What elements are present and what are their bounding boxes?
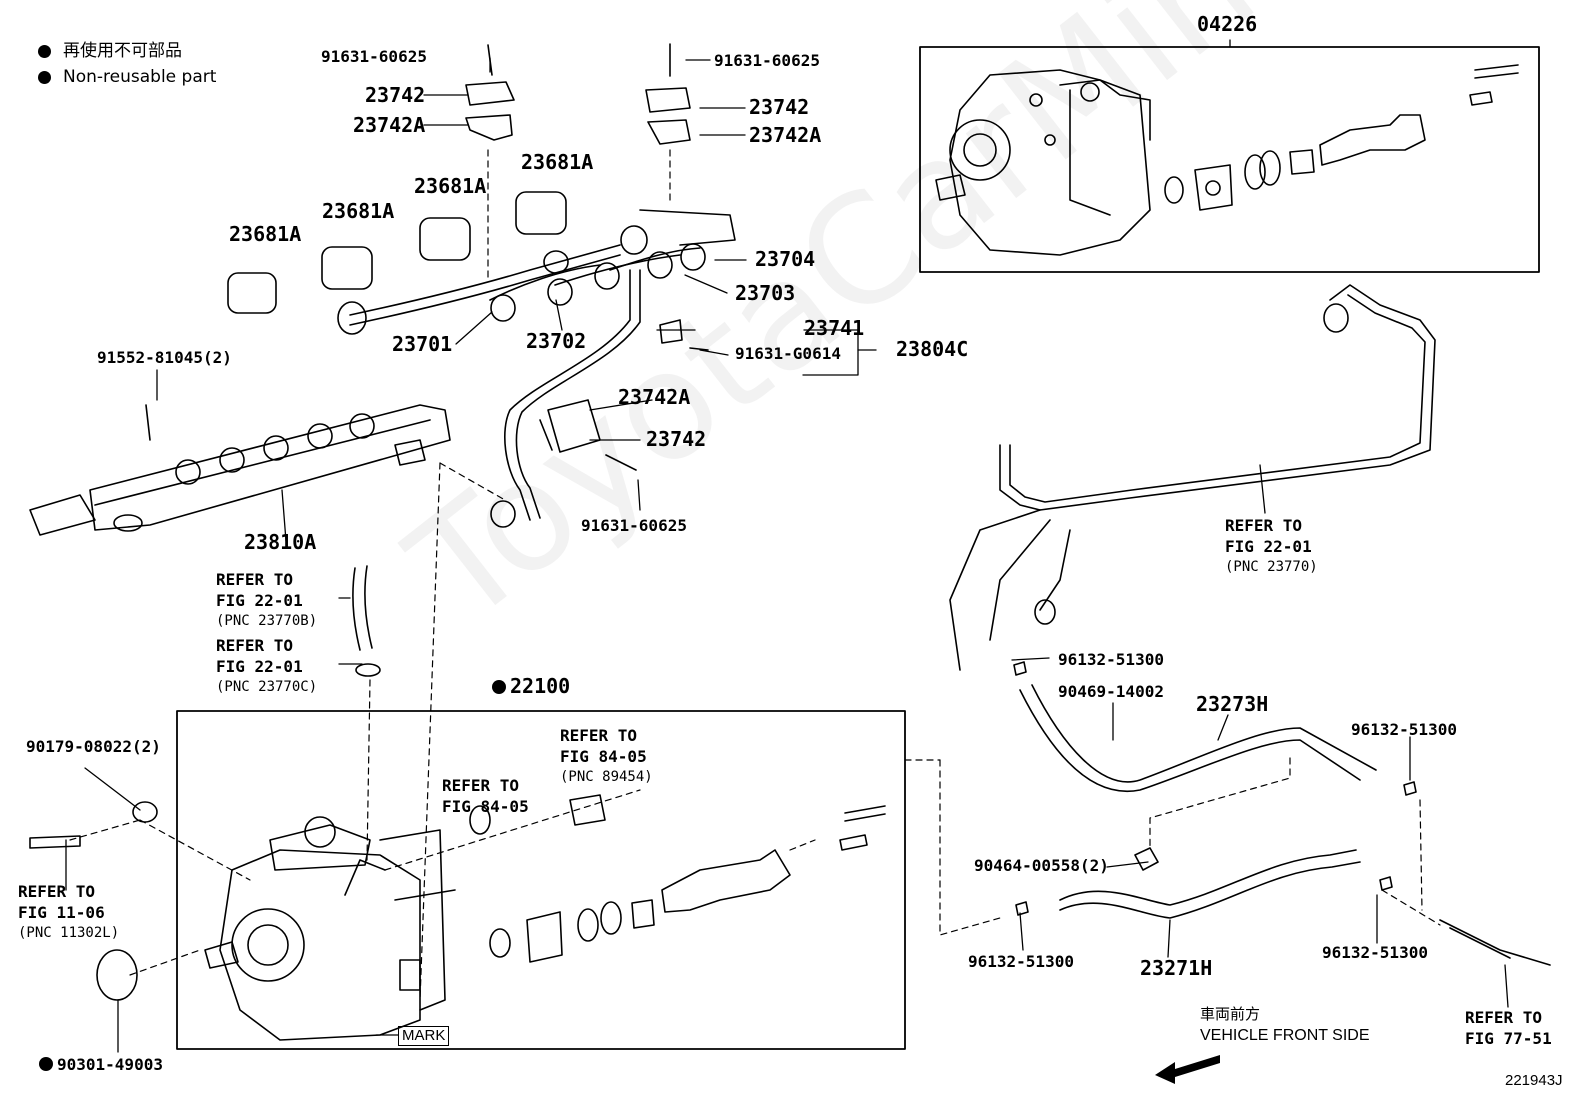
part-label-90464-00558[interactable]: 90464-00558(2) [974, 856, 1109, 875]
part-label-23702[interactable]: 23702 [526, 329, 587, 353]
part-label-23741[interactable]: 23741 [804, 316, 865, 340]
refer-pnc: (PNC 23770) [1225, 559, 1318, 575]
part-label-23742A[interactable]: 23742A [749, 123, 822, 147]
refer-line: REFER TO [1225, 516, 1303, 535]
refer-line: REFER TO [18, 882, 96, 901]
part-label-23742A[interactable]: 23742A [618, 385, 691, 409]
mark-label: MARK [398, 1026, 450, 1046]
part-label-23742A[interactable]: 23742A [353, 113, 426, 137]
part-label-91552-81045[interactable]: 91552-81045(2) [97, 348, 232, 367]
legend-en: Non-reusable part [63, 67, 217, 87]
direction-en: VEHICLE FRONT SIDE [1200, 1027, 1370, 1044]
refer-line: REFER TO [560, 726, 638, 745]
part-label-96132-51300[interactable]: 96132-51300 [1322, 943, 1428, 962]
part-label-23742[interactable]: 23742 [749, 95, 810, 119]
part-label-91631-G0614[interactable]: 91631-G0614 [735, 344, 841, 363]
refer-to-fig-22-01[interactable]: REFER TO FIG 22-01 (PNC 23770) [1225, 515, 1318, 578]
refer-to-fig-22-01[interactable]: REFER TO FIG 22-01 (PNC 23770B) [216, 569, 317, 632]
refer-fig: FIG 84-05 [442, 797, 529, 816]
fuel-hoses-drawing [949, 284, 1551, 966]
part-label-22100[interactable]: 22100 [492, 676, 570, 696]
refer-fig: FIG 22-01 [216, 591, 303, 610]
refer-line: REFER TO [216, 636, 294, 655]
part-label-96132-51300[interactable]: 96132-51300 [1058, 650, 1164, 669]
part-label-90179-08022[interactable]: 90179-08022(2) [26, 737, 161, 756]
part-label-91631-60625[interactable]: 91631-60625 [321, 47, 427, 66]
refer-fig: FIG 77-51 [1465, 1029, 1552, 1048]
refer-to-fig-77-51[interactable]: REFER TO FIG 77-51 [1465, 1007, 1552, 1049]
bullet-icon [38, 70, 51, 84]
part-label-23271H[interactable]: 23271H [1140, 956, 1213, 980]
injection-pipes-drawing [145, 43, 736, 528]
part-label-23704[interactable]: 23704 [755, 247, 816, 271]
part-label-23681A[interactable]: 23681A [414, 174, 487, 198]
part-label-23681A[interactable]: 23681A [322, 199, 395, 223]
pump-04226-drawing [935, 64, 1519, 256]
figure-code: 221943J [1505, 1072, 1563, 1089]
part-label-91631-60625[interactable]: 91631-60625 [714, 51, 820, 70]
refer-pnc: (PNC 11302L) [18, 925, 120, 941]
legend: 再使用不可部品 Non-reusable part [38, 38, 216, 90]
part-label-23703[interactable]: 23703 [735, 281, 796, 305]
refer-to-fig-84-05[interactable]: REFER TO FIG 84-05 [442, 775, 529, 817]
bullet-icon [38, 44, 51, 58]
vehicle-front-indicator: 車両前方 VEHICLE FRONT SIDE [1200, 1003, 1370, 1047]
refer-to-fig-22-01[interactable]: REFER TO FIG 22-01 (PNC 23770C) [216, 635, 317, 698]
part-label-23804C[interactable]: 23804C [896, 337, 969, 361]
part-label-96132-51300[interactable]: 96132-51300 [968, 952, 1074, 971]
legend-jp: 再使用不可部品 [63, 41, 182, 61]
refer-pnc: (PNC 89454) [560, 769, 653, 785]
refer-fig: FIG 22-01 [216, 657, 303, 676]
legend-row-en: Non-reusable part [38, 64, 216, 90]
part-label-23742[interactable]: 23742 [646, 427, 707, 451]
refer-fig: FIG 11-06 [18, 903, 105, 922]
part-label-91631-60625[interactable]: 91631-60625 [581, 516, 687, 535]
refer-fig: FIG 22-01 [1225, 537, 1312, 556]
part-label-96132-51300[interactable]: 96132-51300 [1351, 720, 1457, 739]
direction-jp: 車両前方 [1200, 1005, 1261, 1023]
refer-line: REFER TO [216, 570, 294, 589]
part-label-23810A[interactable]: 23810A [244, 530, 317, 554]
refer-fig: FIG 84-05 [560, 747, 647, 766]
legend-row-jp: 再使用不可部品 [38, 38, 216, 64]
part-label-23681A[interactable]: 23681A [229, 222, 302, 246]
part-label-23742[interactable]: 23742 [365, 83, 426, 107]
common-rail-drawing [29, 404, 451, 536]
assembly-box-22100 [176, 710, 906, 1050]
assembly-box-04226 [919, 46, 1540, 273]
part-label-23273H[interactable]: 23273H [1196, 692, 1269, 716]
part-label-23681A[interactable]: 23681A [521, 150, 594, 174]
refer-to-fig-84-05[interactable]: REFER TO FIG 84-05 (PNC 89454) [560, 725, 653, 788]
refer-pnc: (PNC 23770B) [216, 613, 318, 629]
part-label-90301-49003[interactable]: 90301-49003 [39, 1055, 163, 1075]
refer-line: REFER TO [1465, 1008, 1543, 1027]
refer-pnc: (PNC 23770C) [216, 679, 318, 695]
refer-line: REFER TO [442, 776, 520, 795]
supply-pump-drawing [29, 565, 886, 1041]
refer-to-fig-11-06[interactable]: REFER TO FIG 11-06 (PNC 11302L) [18, 881, 119, 944]
part-label-23701[interactable]: 23701 [392, 332, 453, 356]
part-label-90469-14002[interactable]: 90469-14002 [1058, 682, 1164, 701]
vehicle-front-arrow [1155, 1055, 1220, 1084]
part-label-04226[interactable]: 04226 [1197, 12, 1258, 36]
